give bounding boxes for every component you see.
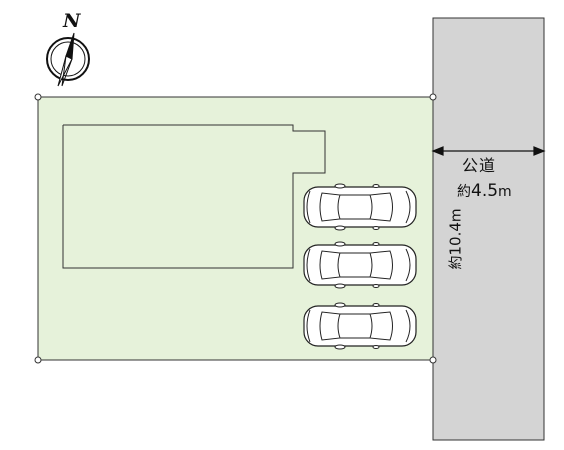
road-width-prefix: 約 bbox=[457, 184, 471, 200]
frontage-length-label: 約10.4m bbox=[446, 208, 466, 269]
lot-corner-markers bbox=[34, 93, 437, 364]
north-label: N bbox=[63, 10, 81, 32]
road-width-unit: m bbox=[498, 184, 512, 200]
parked-car-icon bbox=[303, 183, 417, 231]
parked-car-icon bbox=[303, 302, 417, 350]
parking-spaces bbox=[303, 183, 417, 350]
public-road bbox=[432, 17, 545, 441]
frontage-value: 10.4 bbox=[446, 222, 465, 256]
road-width-label: 約4.5m bbox=[457, 181, 512, 201]
north-arrow-icon bbox=[46, 32, 90, 87]
road-width-dimension bbox=[431, 146, 546, 156]
parked-car-icon bbox=[303, 241, 417, 289]
frontage-prefix: 約 bbox=[448, 255, 465, 270]
frontage-unit: m bbox=[448, 208, 465, 223]
road-width-value: 4.5 bbox=[471, 181, 499, 201]
building-footprint bbox=[62, 124, 326, 269]
road-name-label: 公道 bbox=[462, 156, 497, 175]
